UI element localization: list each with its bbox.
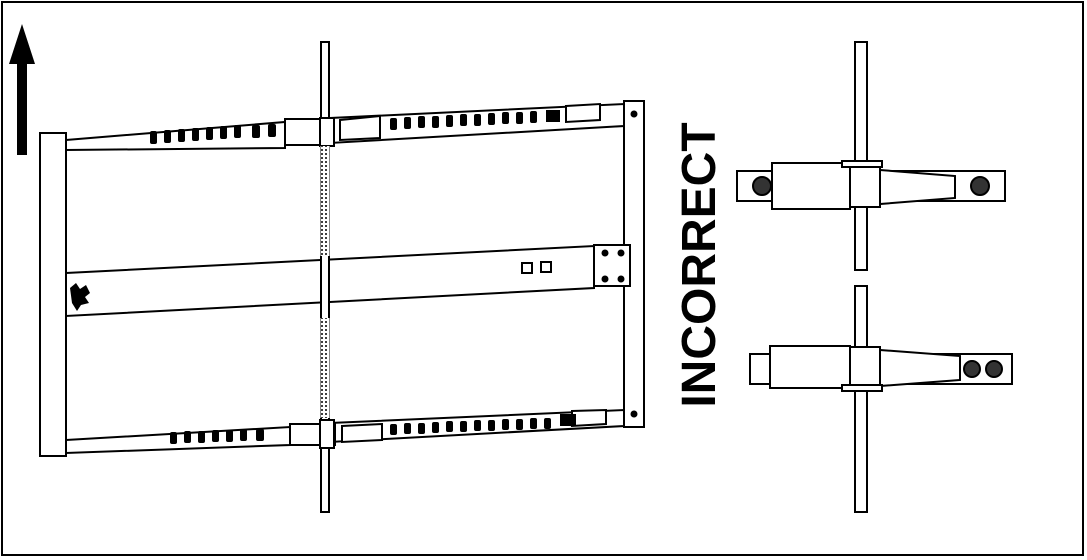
bar-details: [521, 110, 638, 418]
rod-hatched-section: [320, 146, 330, 418]
detail-view: [736, 41, 1013, 513]
detail-rod-top: [854, 41, 868, 271]
lower-latch-tail: [571, 408, 607, 428]
upper-clamp: [319, 117, 335, 147]
upper-detail-sleeve: [849, 164, 881, 208]
upper-latch-tail: [565, 102, 601, 124]
lower-detail-latch: [879, 348, 961, 388]
lower-latch: [341, 422, 383, 444]
rail-holes: [150, 110, 576, 444]
upper-latch: [339, 114, 381, 142]
detail-rod-bottom: [854, 285, 868, 513]
upper-detail-latch: [879, 168, 956, 206]
lower-detail-sleeve: [849, 346, 881, 388]
lower-clamp: [319, 419, 335, 449]
bar-notch-mark: [70, 283, 90, 311]
center-bracket: [593, 244, 631, 287]
upper-detail-block: [771, 162, 851, 210]
front-end-plate: [39, 132, 67, 457]
vertical-rod: [320, 41, 330, 513]
arrow-up-icon: [9, 24, 35, 155]
lower-detail-block: [769, 345, 851, 389]
lower-detail-collar: [841, 384, 883, 392]
incorrect-label: INCORRECT: [673, 122, 726, 407]
upper-detail-collar: [841, 160, 883, 168]
